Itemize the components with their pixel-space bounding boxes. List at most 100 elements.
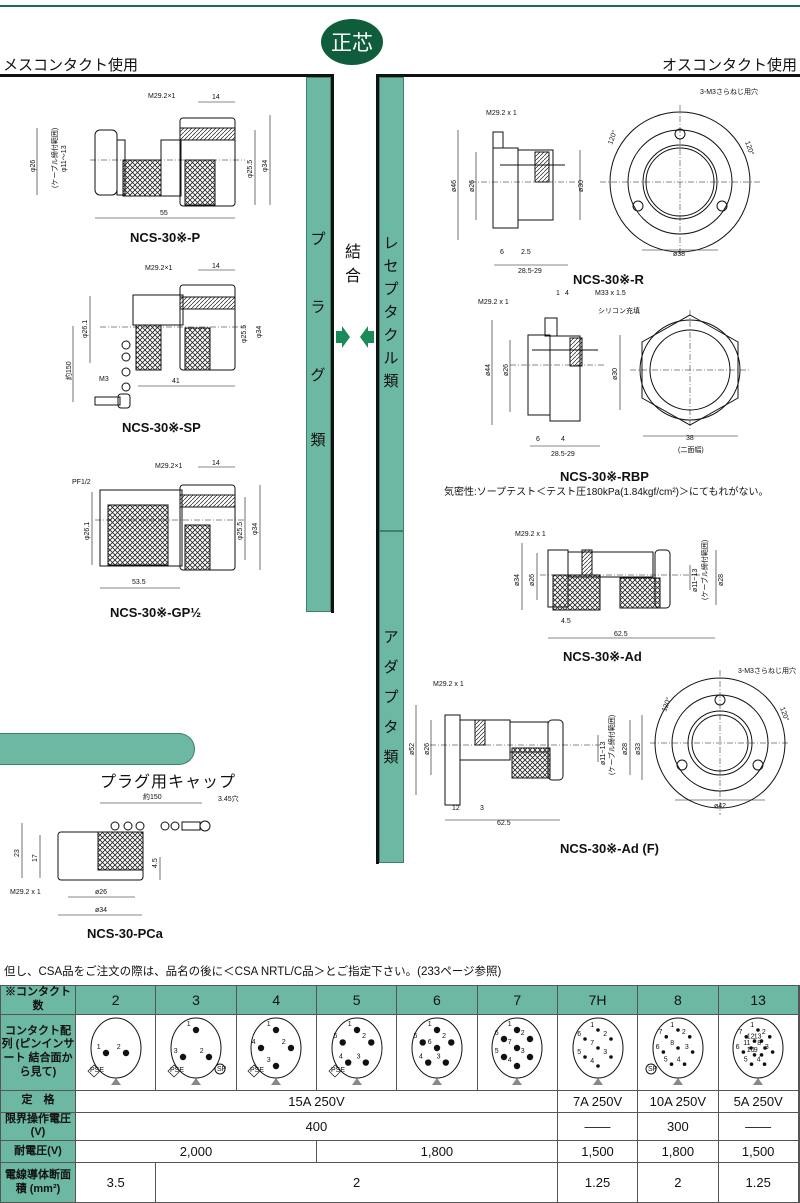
svg-text:PF1/2: PF1/2	[72, 479, 91, 486]
svg-text:4: 4	[561, 436, 565, 443]
svg-text:φ25.5: φ25.5	[241, 325, 248, 343]
pin-label: 2	[116, 1043, 120, 1050]
cell	[797, 1013, 800, 1091]
svg-text:53.5: 53.5	[132, 579, 146, 586]
svg-text:55: 55	[160, 210, 168, 217]
row-label: 定 格	[0, 1089, 76, 1113]
row-label: 電線導体断面積 (mm²)	[0, 1162, 76, 1203]
pin-icon	[288, 1044, 295, 1051]
pin-label: 2	[762, 1028, 766, 1035]
svg-text:2.5: 2.5	[521, 249, 531, 256]
svg-text:φ34: φ34	[262, 160, 269, 172]
pin-icon	[514, 1044, 521, 1051]
plug-category-label: プラグ類	[310, 230, 326, 449]
svg-text:PSE: PSE	[90, 1067, 104, 1074]
pin-label: 5	[333, 1033, 337, 1040]
mating-label: 結合	[344, 242, 361, 285]
pin-label: 1	[590, 1022, 594, 1029]
pin-icon	[752, 1038, 757, 1043]
cell: 6	[396, 985, 478, 1015]
svg-text:NCS-30※-SP: NCS-30※-SP	[122, 420, 201, 435]
pin-icon	[527, 1053, 534, 1060]
pin-label: 8	[757, 1040, 761, 1047]
pin-icon	[608, 1036, 613, 1041]
svg-text:(ケーブル締付範囲): (ケーブル締付範囲)	[50, 128, 59, 188]
pin-icon	[501, 1053, 508, 1060]
pin-icon	[192, 1026, 200, 1033]
cell: 15A 250V	[75, 1089, 558, 1113]
pin-label: 1	[267, 1020, 271, 1027]
cell: 1.25	[556, 1162, 639, 1203]
pin-label: 4	[677, 1056, 681, 1063]
svg-text:M29.2 x 1: M29.2 x 1	[10, 889, 41, 896]
pin-icon	[608, 1054, 613, 1059]
svg-text:M33 x 1.5: M33 x 1.5	[595, 290, 626, 297]
pin-icon	[595, 1027, 600, 1032]
row-label: コンタクト配列 (ピンインサート 結合面から見て)	[0, 1013, 76, 1091]
pin-label: 1	[347, 1020, 351, 1027]
specification-table: ※コンタクト数 2 3 4 5 6 7 7H 8 13 コンタクト配列 (ピンイ…	[0, 985, 800, 1203]
svg-text:14: 14	[212, 94, 220, 101]
svg-text:SP: SP	[648, 1066, 658, 1073]
pin-label: 3	[174, 1047, 178, 1054]
svg-text:M29.2 x 1: M29.2 x 1	[486, 110, 517, 117]
svg-text:M29.2 x 1: M29.2 x 1	[515, 531, 546, 538]
svg-text:23: 23	[14, 849, 21, 857]
cell: 2	[155, 1162, 558, 1203]
cell	[797, 985, 800, 1015]
pin-icon	[595, 1063, 600, 1068]
svg-text:120°: 120°	[660, 696, 673, 713]
pin-icon	[682, 1061, 687, 1066]
cell: 1,500	[717, 1140, 799, 1163]
table-row-contact-count: ※コンタクト数 2 3 4 5 6 7 7H 8 13	[0, 985, 800, 1015]
pin-label: 2	[282, 1038, 286, 1045]
pse-mark-icon	[87, 1064, 101, 1077]
svg-text:φ25.5: φ25.5	[247, 160, 254, 178]
svg-text:17: 17	[32, 854, 39, 862]
svg-text:41: 41	[172, 378, 180, 385]
pin-label: 3	[765, 1044, 769, 1051]
pin-icon	[514, 1062, 521, 1069]
table-row-wire: 電線導体断面積 (mm²) 3.5 2 1.25 2 1.25	[0, 1162, 800, 1203]
receptacle-category-bar	[379, 77, 404, 531]
svg-text:NCS-30※-GP½: NCS-30※-GP½	[110, 605, 201, 620]
cell: 1,800	[637, 1140, 719, 1163]
pin-icon	[756, 1027, 760, 1032]
pin-icon	[690, 1049, 695, 1054]
pin-label: 6	[655, 1044, 659, 1051]
pin-label: 2	[200, 1047, 204, 1054]
svg-text:M29.2 x 1: M29.2 x 1	[478, 299, 509, 306]
svg-text:φ26.1: φ26.1	[84, 522, 91, 540]
pin-icon	[664, 1034, 668, 1039]
cell: 1,500	[556, 1140, 639, 1163]
svg-text:約150: 約150	[143, 792, 162, 801]
svg-text:ø34: ø34	[95, 907, 107, 914]
drawing-ncs-30-ad-f: M29.2 x 1 ø52 ø26 ø11~13 (ケーブル締付範囲) ø28 …	[409, 666, 796, 856]
cell: 8	[637, 985, 719, 1015]
pin-icon	[442, 1058, 449, 1066]
svg-text:φ34: φ34	[256, 326, 263, 338]
pin-label: 6	[577, 1031, 581, 1038]
pin-label: 5	[664, 1056, 668, 1063]
svg-text:M29.2 x 1: M29.2 x 1	[433, 681, 464, 688]
pin-label: 7	[508, 1038, 512, 1045]
svg-text:ø30: ø30	[612, 368, 619, 380]
pin-icon	[273, 1062, 280, 1069]
cell	[797, 1140, 800, 1163]
svg-text:120°: 120°	[743, 140, 756, 157]
pin-icon	[501, 1035, 508, 1042]
svg-text:62.5: 62.5	[614, 631, 628, 638]
pin-label: 5	[744, 1056, 748, 1063]
